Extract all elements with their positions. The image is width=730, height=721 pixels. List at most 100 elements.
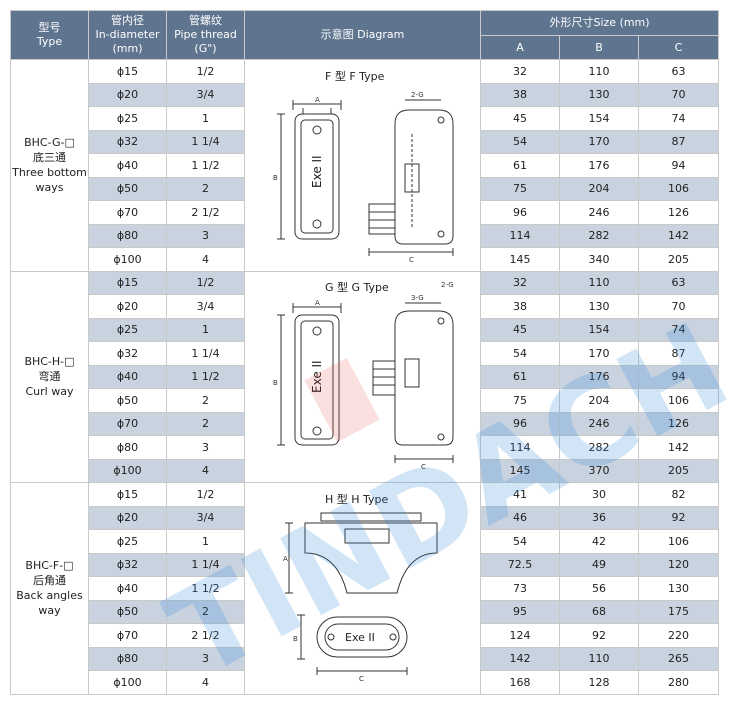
cell-g: 2 — [166, 599, 245, 624]
cell-g: 1 1/2 — [166, 576, 245, 601]
cell-g: 1 — [166, 317, 245, 342]
cell-g: 2 1/2 — [166, 200, 245, 225]
cell-d: ϕ15 — [88, 482, 167, 507]
cell-b: 56 — [559, 576, 639, 601]
type-type-en-1: Back angles — [16, 589, 83, 603]
cell-d: ϕ40 — [88, 153, 167, 178]
dim-b-label: B — [293, 635, 298, 643]
cell-b: 130 — [559, 82, 639, 107]
cell-c: 280 — [637, 670, 720, 695]
spec-sheet: 型号 Type 管内径 In-diameter (mm) 管螺纹 Pipe th… — [10, 10, 720, 695]
header-thread-unit: (G") — [194, 42, 217, 55]
cell-c: 130 — [637, 576, 720, 601]
cell-c: 126 — [637, 200, 720, 225]
cell-g: 1 — [166, 529, 245, 554]
dim-c-label: C — [409, 256, 414, 264]
cell-d: ϕ70 — [88, 200, 167, 225]
cell-d: ϕ15 — [88, 59, 167, 84]
cell-d: ϕ100 — [88, 458, 167, 483]
spec-table: 型号 Type 管内径 In-diameter (mm) 管螺纹 Pipe th… — [10, 10, 720, 695]
header-col-a: A — [480, 35, 560, 60]
cell-a: 114 — [480, 223, 560, 248]
cell-b: 110 — [559, 270, 639, 295]
cell-a: 54 — [480, 129, 560, 154]
cell-a: 95 — [480, 599, 560, 624]
cell-a: 145 — [480, 458, 560, 483]
cell-a: 61 — [480, 364, 560, 389]
cell-a: 38 — [480, 82, 560, 107]
thread-label-2: 2-G — [441, 281, 454, 289]
dim-a-label: A — [315, 96, 320, 104]
cell-d: ϕ25 — [88, 317, 167, 342]
cell-b: 170 — [559, 341, 639, 366]
cell-b: 130 — [559, 294, 639, 319]
type-type-cn: 后角通 — [33, 574, 66, 588]
cell-b: 246 — [559, 411, 639, 436]
cell-c: 120 — [637, 552, 720, 577]
cell-c: 142 — [637, 435, 720, 460]
header-thread-cn: 管螺纹 — [189, 14, 222, 27]
cell-g: 4 — [166, 670, 245, 695]
header-col-c: C — [637, 35, 720, 60]
header-diameter-cn: 管内径 — [111, 14, 144, 27]
cell-c: 94 — [637, 364, 720, 389]
header-size: 外形尺寸Size (mm) — [479, 10, 720, 36]
cell-d: ϕ20 — [88, 294, 167, 319]
cell-d: ϕ32 — [88, 552, 167, 577]
h-type-drawing: H 型 H Type A B C Exe II — [283, 492, 438, 683]
thread-label: 2-G — [411, 91, 424, 99]
exe-label: Exe II — [310, 361, 324, 394]
cell-a: 73 — [480, 576, 560, 601]
cell-c: 70 — [637, 82, 720, 107]
cell-c: 175 — [637, 599, 720, 624]
thread-label: 3-G — [411, 294, 424, 302]
cell-b: 92 — [559, 623, 639, 648]
cell-a: 96 — [480, 200, 560, 225]
cell-d: ϕ70 — [88, 623, 167, 648]
type-type-en-1: Three bottom — [12, 166, 87, 180]
cell-b: 154 — [559, 317, 639, 342]
cell-c: 106 — [637, 176, 720, 201]
cell-g: 2 1/2 — [166, 623, 245, 648]
cell-c: 94 — [637, 153, 720, 178]
cell-d: ϕ50 — [88, 599, 167, 624]
header-thread-en: Pipe thread — [174, 28, 237, 41]
cell-g: 3/4 — [166, 505, 245, 530]
cell-c: 70 — [637, 294, 720, 319]
cell-d: ϕ50 — [88, 176, 167, 201]
cell-b: 30 — [559, 482, 639, 507]
header-thread: 管螺纹 Pipe thread (G") — [166, 10, 245, 60]
cell-b: 246 — [559, 200, 639, 225]
diagram-cell: G 型 G Type A B C 3-G 2-G Exe II — [244, 270, 481, 483]
cell-c: 74 — [637, 106, 720, 131]
dim-c-label: C — [359, 675, 364, 683]
cell-c: 142 — [637, 223, 720, 248]
type-type-en-2: way — [38, 604, 61, 618]
cell-g: 1/2 — [166, 482, 245, 507]
cell-d: ϕ50 — [88, 388, 167, 413]
exe-label: Exe II — [310, 155, 324, 188]
header-diameter: 管内径 In-diameter (mm) — [88, 10, 167, 60]
cell-d: ϕ80 — [88, 435, 167, 460]
cell-g: 4 — [166, 458, 245, 483]
cell-b: 42 — [559, 529, 639, 554]
cell-a: 168 — [480, 670, 560, 695]
cell-a: 114 — [480, 435, 560, 460]
cell-a: 72.5 — [480, 552, 560, 577]
cell-d: ϕ40 — [88, 364, 167, 389]
